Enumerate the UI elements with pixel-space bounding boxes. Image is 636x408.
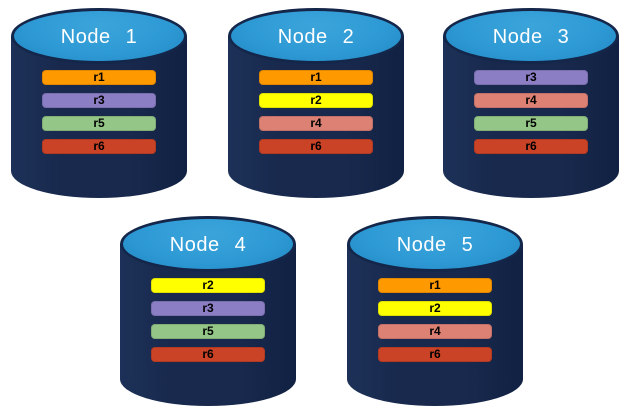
node-3: Node 3 r3 r4 r5 r6 (443, 8, 619, 198)
node-2-replica-list: r1 r2 r4 r6 (228, 70, 404, 154)
replica-bar: r6 (259, 139, 373, 154)
replica-bar: r6 (151, 347, 265, 362)
node-3-title: Node 3 (492, 25, 570, 48)
node-1: Node 1 r1 r3 r5 r6 (11, 8, 187, 198)
replica-bar: r3 (474, 70, 588, 85)
node-4-replica-list: r2 r3 r5 r6 (120, 278, 296, 362)
replica-bar: r1 (42, 70, 156, 85)
replica-bar: r1 (259, 70, 373, 85)
replica-bar: r6 (378, 347, 492, 362)
node-3-replica-list: r3 r4 r5 r6 (443, 70, 619, 154)
node-5-title: Node 5 (396, 233, 474, 256)
replica-bar: r2 (259, 93, 373, 108)
node-5-cylinder-top: Node 5 (347, 216, 523, 272)
replica-bar: r1 (378, 278, 492, 293)
node-2-cylinder-top: Node 2 (228, 8, 404, 64)
replica-bar: r4 (378, 324, 492, 339)
node-5: Node 5 r1 r2 r4 r6 (347, 216, 523, 406)
replica-bar: r3 (42, 93, 156, 108)
node-1-title: Node 1 (60, 25, 138, 48)
node-4-cylinder-top: Node 4 (120, 216, 296, 272)
node-5-replica-list: r1 r2 r4 r6 (347, 278, 523, 362)
replica-bar: r2 (151, 278, 265, 293)
replica-bar: r6 (42, 139, 156, 154)
node-4: Node 4 r2 r3 r5 r6 (120, 216, 296, 406)
node-4-title: Node 4 (169, 233, 247, 256)
replica-bar: r4 (474, 93, 588, 108)
node-1-replica-list: r1 r3 r5 r6 (11, 70, 187, 154)
replica-bar: r3 (151, 301, 265, 316)
node-2: Node 2 r1 r2 r4 r6 (228, 8, 404, 198)
node-2-title: Node 2 (277, 25, 355, 48)
replica-bar: r4 (259, 116, 373, 131)
replica-bar: r2 (378, 301, 492, 316)
replica-bar: r6 (474, 139, 588, 154)
replica-bar: r5 (474, 116, 588, 131)
node-3-cylinder-top: Node 3 (443, 8, 619, 64)
node-1-cylinder-top: Node 1 (11, 8, 187, 64)
replica-bar: r5 (42, 116, 156, 131)
replica-bar: r5 (151, 324, 265, 339)
